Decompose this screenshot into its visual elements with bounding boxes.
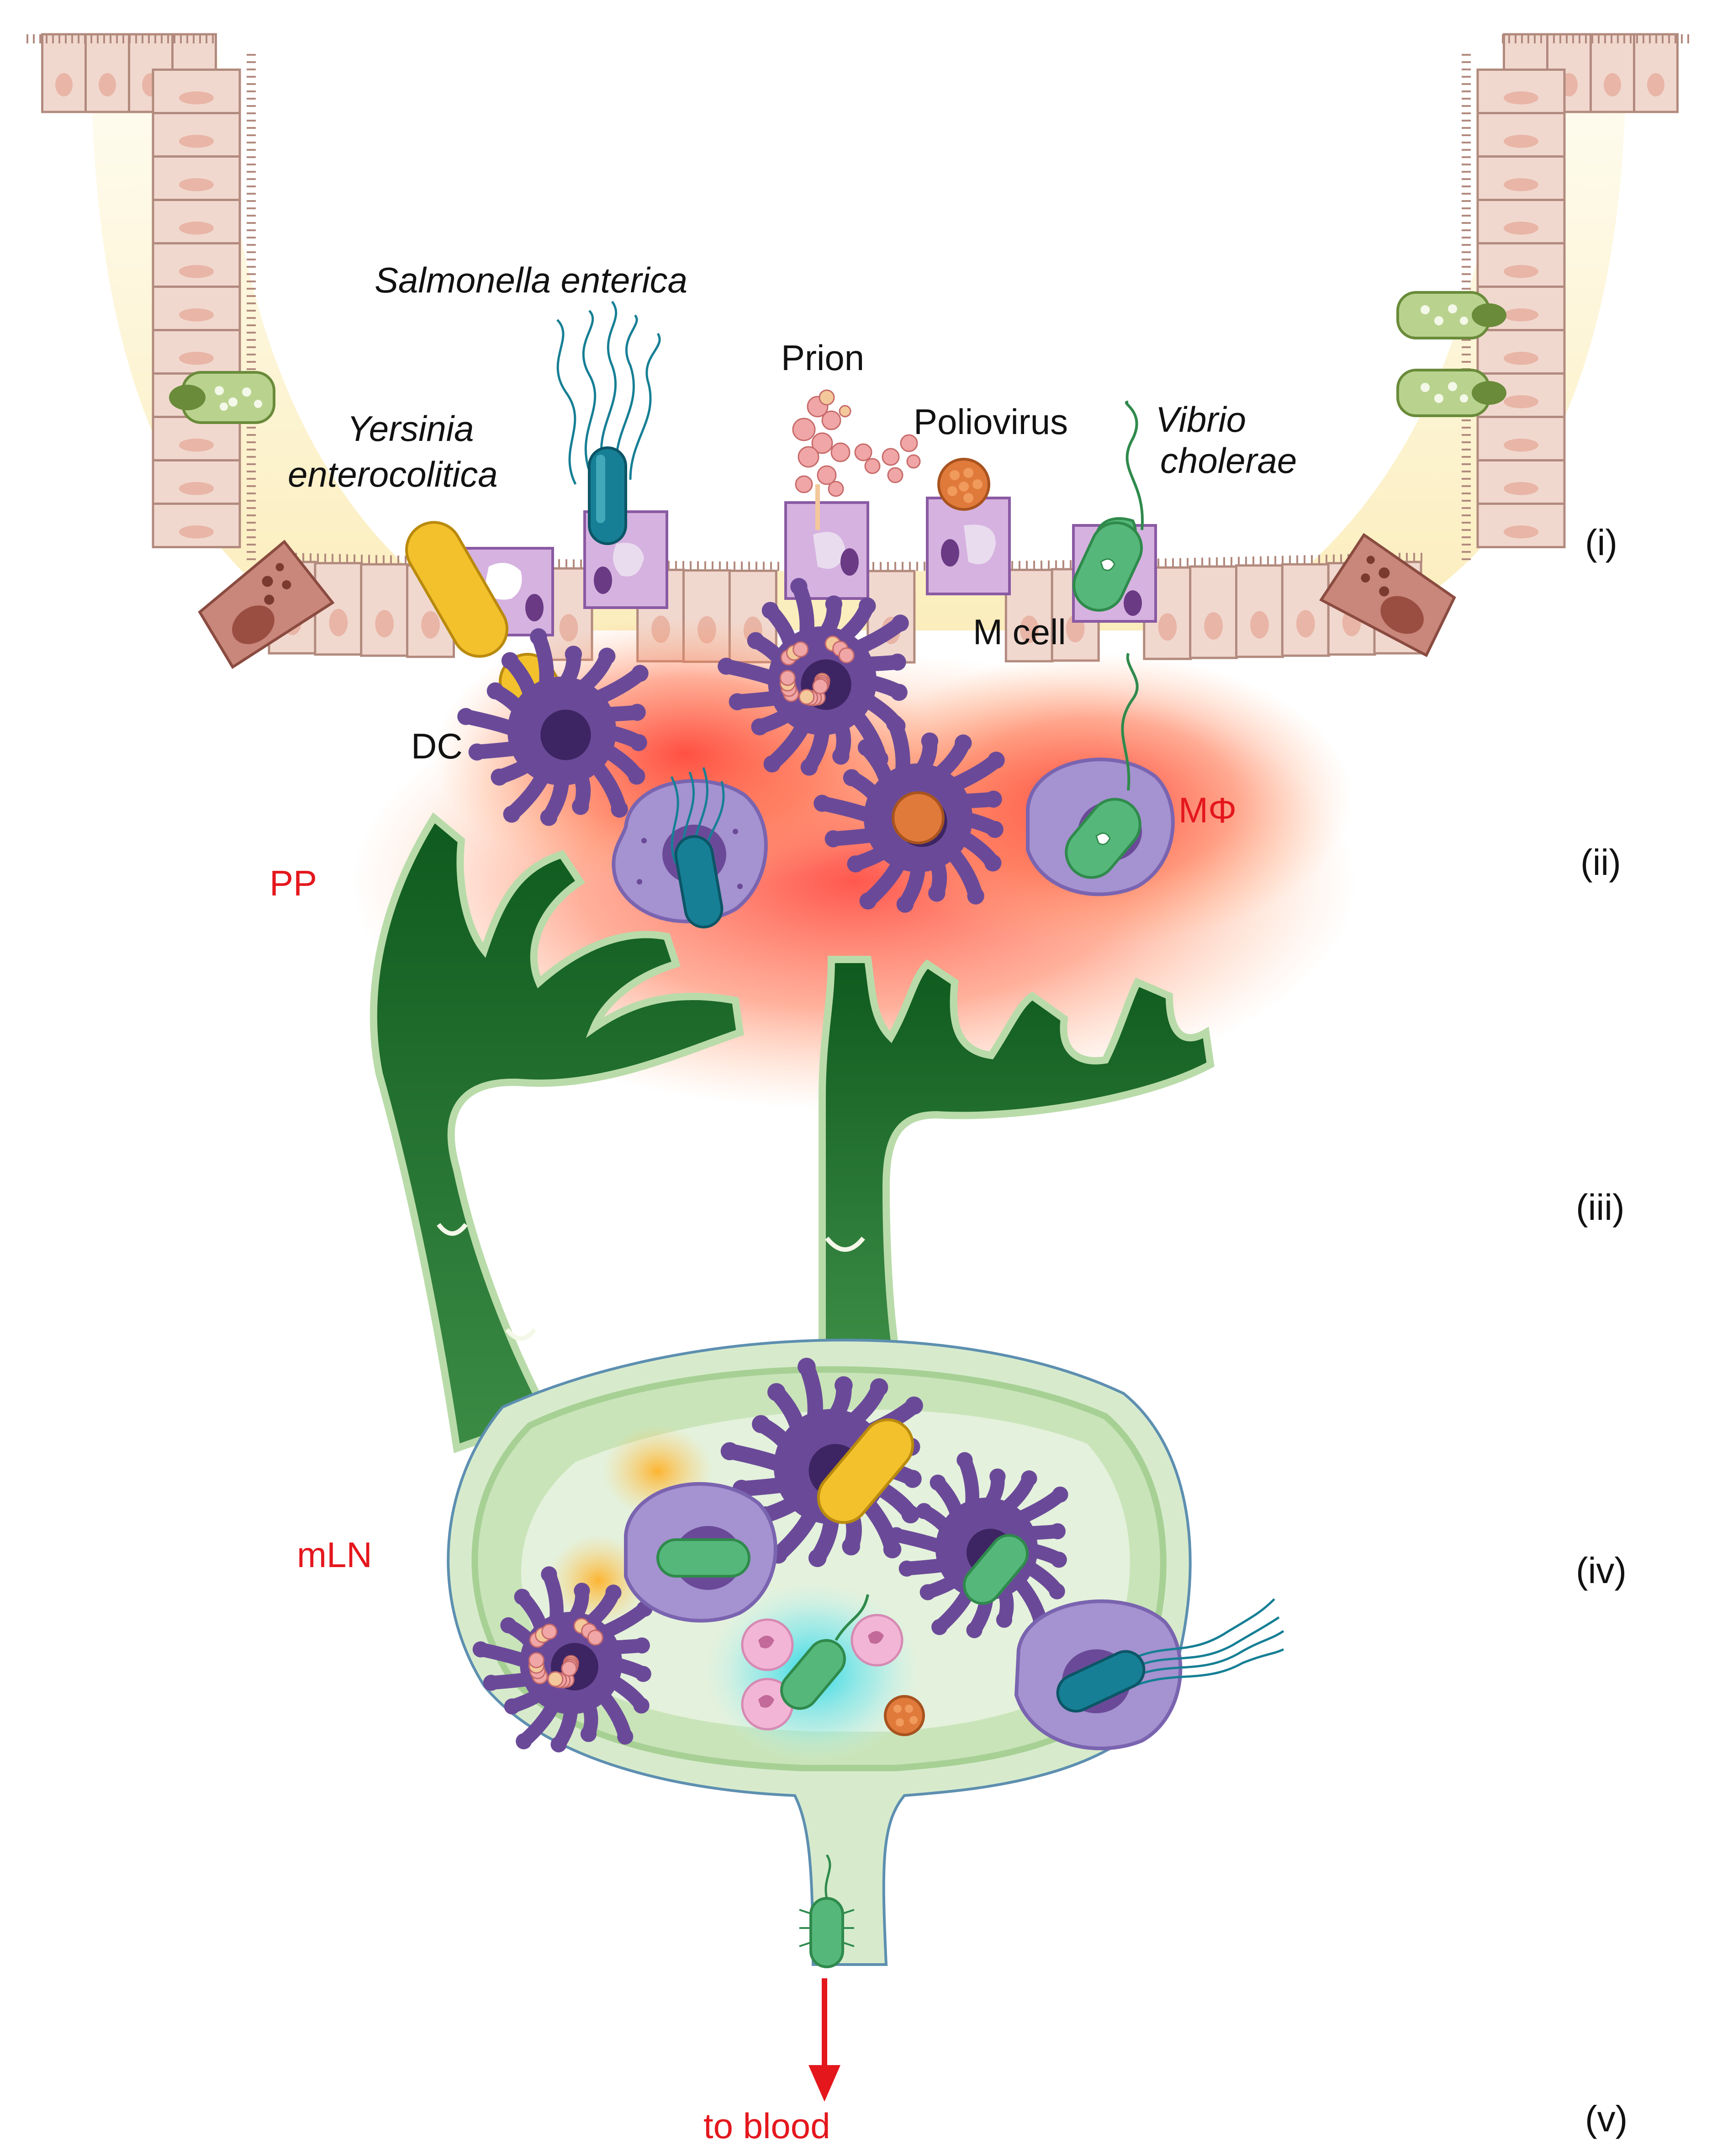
epithelial-cell bbox=[1476, 242, 1566, 288]
neutrophils-cluster bbox=[741, 1594, 903, 1731]
label-m-cell: M cell bbox=[973, 612, 1066, 652]
epithelial-cell bbox=[41, 33, 87, 113]
epithelial-cell bbox=[1476, 503, 1566, 548]
to-blood-arrow bbox=[808, 1978, 840, 2102]
epithelial-cell bbox=[152, 286, 241, 331]
label-prion: Prion bbox=[781, 338, 864, 378]
goblet-cells bbox=[169, 291, 1506, 424]
dendritic-cell-prion-ln bbox=[472, 1566, 653, 1753]
epithelial-cell bbox=[152, 199, 241, 244]
epithelial-cell bbox=[152, 112, 241, 158]
epithelial-cell bbox=[1476, 199, 1566, 244]
macrophage-salmonella bbox=[612, 767, 768, 929]
epithelial-cell bbox=[1476, 329, 1566, 375]
label-yersinia-2: enterocolitica bbox=[288, 454, 498, 494]
dendritic-cell-prion bbox=[718, 578, 909, 776]
epithelial-cell bbox=[1590, 33, 1635, 113]
epithelial-cell bbox=[866, 570, 916, 664]
stage-label-1: (i) bbox=[1585, 522, 1617, 563]
poliovirus-particle bbox=[937, 458, 990, 511]
dendritic-cell-yersinia-ln bbox=[720, 1357, 923, 1568]
label-dc: DC bbox=[411, 726, 463, 766]
poliovirus-ln bbox=[884, 1695, 925, 1736]
dendritic-cell-poliovirus bbox=[814, 715, 1005, 913]
epithelial-cell bbox=[1004, 568, 1054, 662]
dendritic-cell-body bbox=[814, 715, 1005, 913]
stage-labels: (i) (ii) (iii) (iv) (v) bbox=[1576, 522, 1627, 2139]
efferent-vibrio bbox=[799, 1854, 855, 1968]
label-to-blood: to blood bbox=[703, 2106, 830, 2146]
epithelial-cell bbox=[1476, 459, 1566, 505]
epithelial-cell bbox=[152, 329, 241, 375]
epithelial-cell bbox=[1476, 69, 1566, 114]
epithelial-cell bbox=[1476, 112, 1566, 158]
stage-label-4: (iv) bbox=[1576, 1550, 1627, 1591]
epithelial-cell bbox=[360, 563, 409, 657]
salmonella-bacterium bbox=[556, 301, 661, 545]
label-macrophage: MΦ bbox=[1178, 790, 1236, 830]
stage-label-3: (iii) bbox=[1576, 1187, 1625, 1228]
dendritic-cell-body bbox=[457, 628, 649, 826]
epithelial-cell bbox=[152, 242, 241, 288]
epithelial-cell bbox=[1235, 564, 1284, 658]
paneth-cells bbox=[198, 533, 1456, 669]
dendritic-cell-yersinia bbox=[457, 628, 649, 826]
epithelial-cell bbox=[1189, 565, 1238, 659]
epithelial-cell bbox=[1476, 416, 1566, 461]
label-mln: mLN bbox=[297, 1535, 372, 1575]
epithelial-cell bbox=[152, 155, 241, 201]
labels: Salmonella enterica Yersinia enterocolit… bbox=[269, 260, 1297, 2146]
vibrio-bacterium bbox=[1072, 401, 1144, 612]
stage-label-2: (ii) bbox=[1580, 842, 1621, 883]
dendritic-cell-vibrio-ln bbox=[888, 1452, 1068, 1638]
epithelial-cell bbox=[152, 459, 241, 505]
prion-cargo bbox=[528, 1618, 603, 1689]
macrophage-salmonella-ln bbox=[1014, 1598, 1284, 1750]
stage-label-5: (v) bbox=[1585, 2098, 1627, 2139]
epithelial-cell bbox=[1633, 33, 1679, 113]
epithelial-cell bbox=[85, 33, 130, 113]
label-yersinia-1: Yersinia bbox=[347, 408, 474, 449]
epithelial-cell bbox=[152, 69, 241, 114]
lymphatic-vessels bbox=[370, 812, 1215, 1453]
macrophage-vibrio bbox=[1026, 653, 1175, 896]
label-pp: PP bbox=[269, 863, 317, 903]
label-salmonella: Salmonella enterica bbox=[375, 260, 687, 300]
epithelial-cell bbox=[1476, 155, 1566, 201]
prion-cargo bbox=[779, 636, 855, 706]
prion-aggregate bbox=[792, 389, 921, 530]
label-vibrio-1: Vibrio bbox=[1156, 399, 1246, 440]
epithelial-cell bbox=[1281, 563, 1330, 657]
macrophage-vibrio-ln bbox=[624, 1482, 777, 1623]
label-vibrio-2: cholerae bbox=[1160, 440, 1297, 481]
epithelial-cell bbox=[152, 503, 241, 548]
label-poliovirus: Poliovirus bbox=[914, 402, 1068, 442]
